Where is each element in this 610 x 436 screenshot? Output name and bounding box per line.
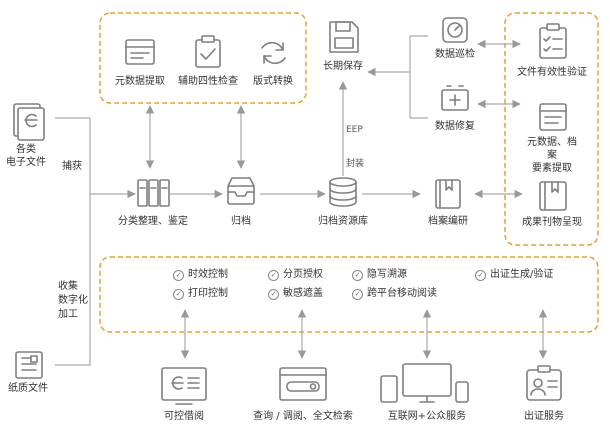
storage-label: 长期保存 [323,61,363,72]
flow-label-classify: 分类整理、鉴定 [118,216,188,227]
maintenance-label-repair: 数据修复 [435,121,475,132]
id-card-icon [526,365,562,401]
check-circle-icon: ✓ [352,270,363,281]
feature-certificate: ✓出证生成/验证 [475,268,553,281]
eep-label: EEP [346,125,363,135]
electronic-files-label: 各类 电子文件 [6,144,46,168]
digitize-label: 收集 数字化 加工 [58,281,88,320]
flow-label-repository: 归档资源库 [318,216,368,227]
floppy-disk-icon [329,21,359,53]
check-circle-icon: ✓ [352,289,363,300]
document-lines-icon [539,103,567,131]
check-circle-icon: ✓ [173,289,184,300]
gauge-icon [442,17,468,43]
publication-icon [539,181,567,211]
check-circle-icon: ✓ [173,270,184,281]
right-tools-box [504,12,599,246]
digitize-line [55,194,91,366]
capture-label: 捕获 [62,161,82,172]
service-label-certificate: 出证服务 [524,411,564,422]
top-tools-box [99,12,307,104]
feature-sensitive-mask: ✓敏感遮盖 [268,287,323,300]
maintenance-label-inspect: 数据巡检 [435,49,475,60]
window-icon [125,39,155,65]
inbox-tray-icon [227,177,255,205]
feature-timing-control: ✓时效控制 [173,268,228,281]
check-circle-icon: ✓ [268,289,279,300]
right-tool-label-publish: 成果刊物呈现 [522,217,582,228]
features-box [99,256,599,333]
top-tool-label-3: 版式转换 [253,76,293,87]
top-tool-label-2: 辅助四性检查 [178,76,238,87]
e-document-icon [13,103,45,141]
clipboard-check-icon [195,35,221,68]
feature-mobile-reading: ✓跨平台移动阅读 [352,287,437,300]
feature-page-authorization: ✓分页授权 [268,268,323,281]
right-tool-label-extract: 元数据、档案 要素提取 [527,137,577,174]
capture-line [55,117,136,199]
check-circle-icon: ✓ [268,270,279,281]
feature-print-control: ✓打印控制 [173,287,228,300]
monitor-e-icon [161,367,207,405]
database-icon [329,177,357,207]
checklist-icon [539,23,567,59]
service-label-public: 互联网+公众服务 [387,411,467,422]
right-tool-label-verify: 文件有效性验证 [517,67,587,78]
feature-steganography-trace: ✓隐写溯源 [352,268,407,281]
flow-label-compile: 档案编研 [428,216,468,227]
paper-files-label: 纸质文件 [8,383,48,394]
service-label-search: 查询 / 调阅、全文检索 [253,411,353,422]
search-window-icon [279,367,327,401]
binders-icon [137,179,170,207]
newspaper-icon [15,351,43,379]
service-label-borrow: 可控借阅 [164,411,204,422]
battery-repair-icon [441,85,469,111]
top-tool-label-1: 元数据提取 [115,76,165,87]
refresh-icon [261,41,286,65]
book-icon [435,179,461,209]
check-circle-icon: ✓ [475,270,486,281]
flow-label-archive: 归档 [231,216,251,227]
devices-icon [380,363,469,403]
package-label: 封装 [346,159,365,169]
